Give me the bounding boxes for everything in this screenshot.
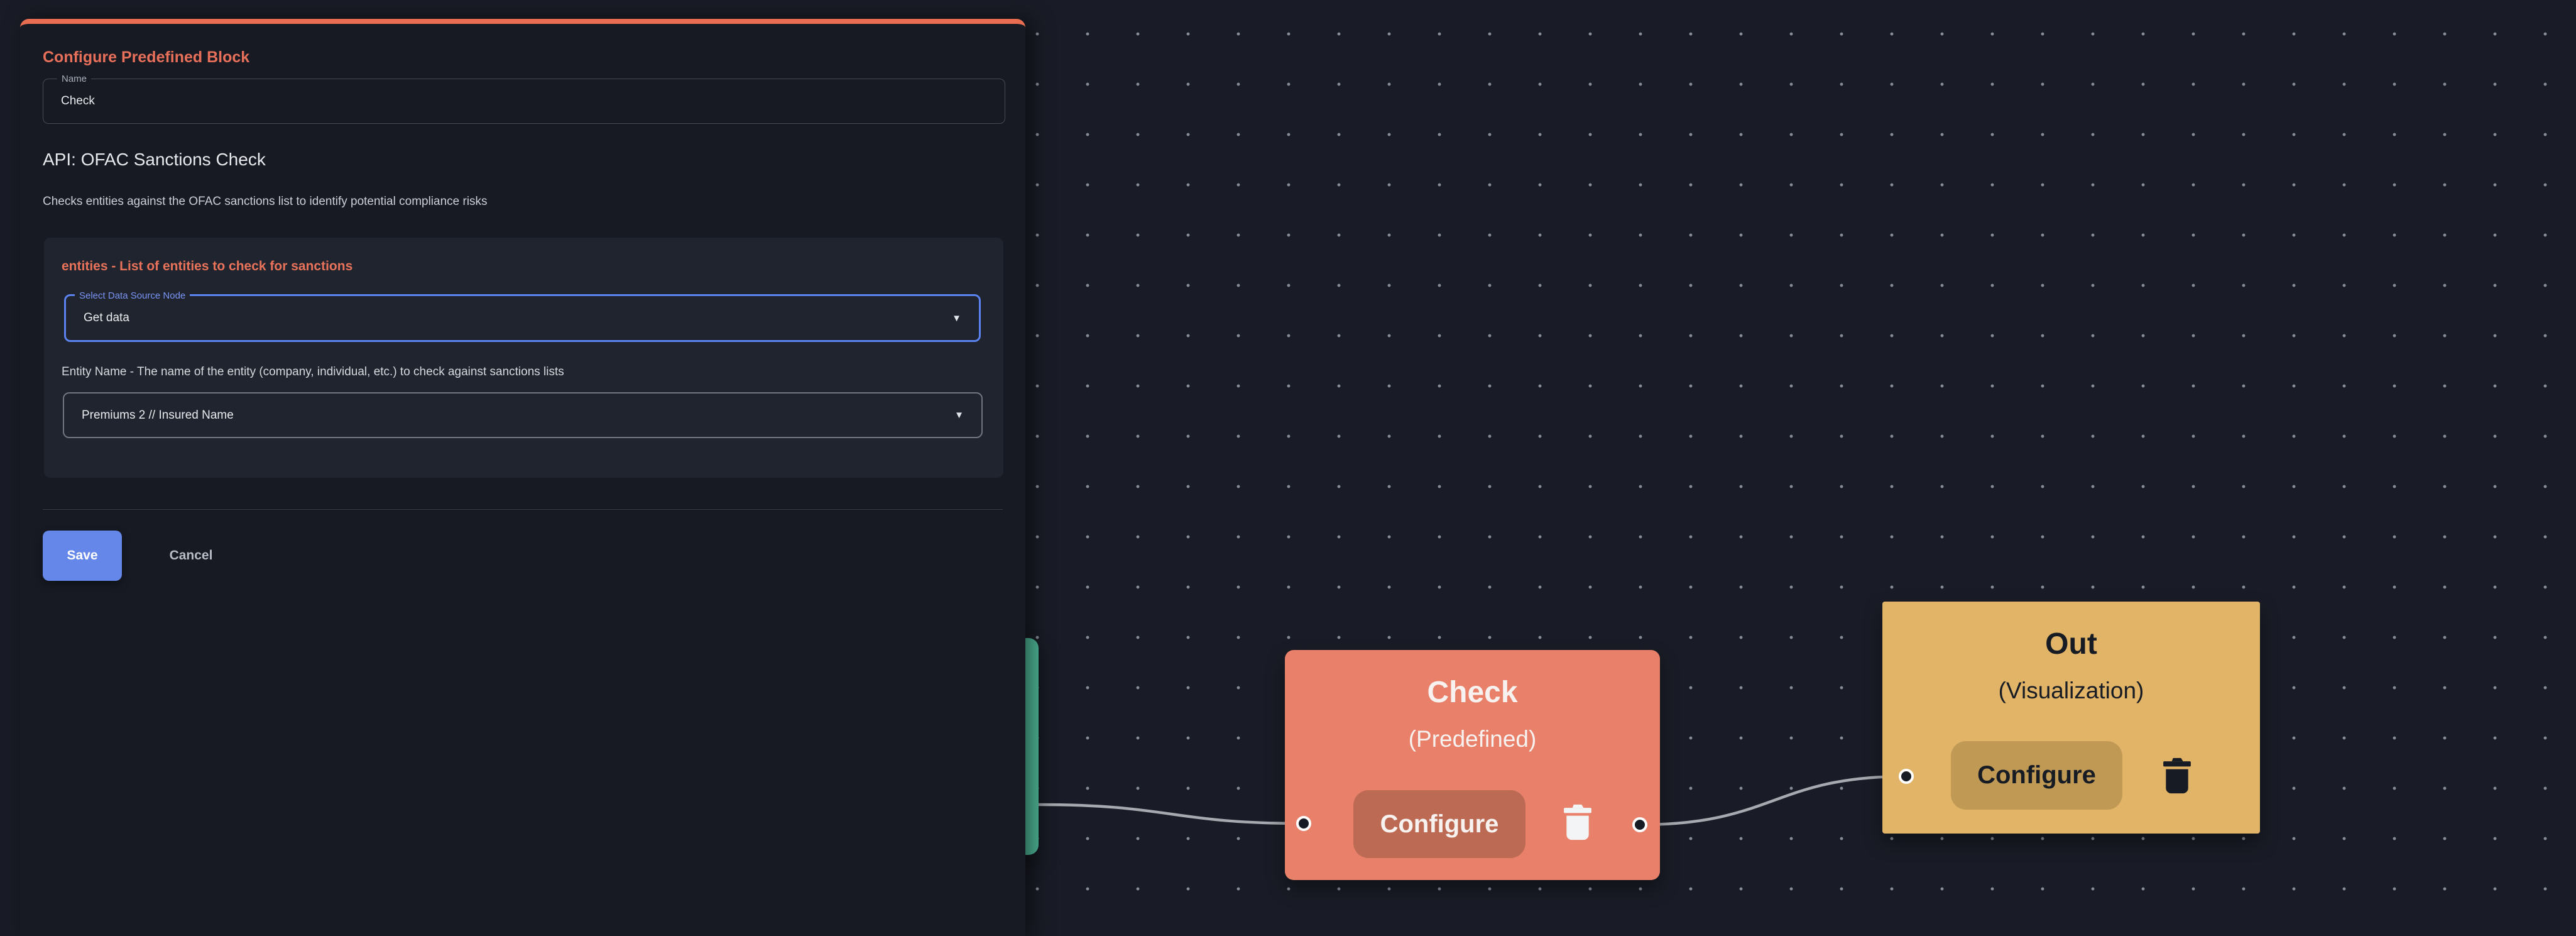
node-check-configure-button[interactable]: Configure [1353,790,1525,858]
port-check-input[interactable] [1296,816,1311,831]
entity-name-label: Entity Name - The name of the entity (co… [62,365,564,378]
node-out-delete-button[interactable] [2161,756,2193,795]
edge-datasource-to-check[interactable] [1038,803,1304,825]
node-check-delete-button[interactable] [1562,803,1593,842]
node-check[interactable]: Check (Predefined) Configure [1285,650,1660,880]
name-input[interactable]: Name Check [43,74,1005,124]
configure-block-dialog: Configure Predefined Block Name Check AP… [20,19,1025,936]
entity-name-select-value: Premiums 2 // Insured Name [82,408,234,422]
port-check-output[interactable] [1632,817,1647,832]
node-out-title: Out [2045,627,2097,661]
name-input-label: Name [57,74,92,85]
entities-section: entities - List of entities to check for… [44,238,1003,478]
api-description: Checks entities against the OFAC sanctio… [43,195,488,208]
node-check-subtitle: (Predefined) [1408,726,1537,752]
data-source-select[interactable]: Select Data Source Node Get data ▼ [64,290,981,342]
trash-icon [2161,756,2193,795]
entity-name-select[interactable]: Premiums 2 // Insured Name ▼ [63,392,983,438]
node-out-configure-button[interactable]: Configure [1951,741,2122,810]
chevron-down-icon: ▼ [954,410,964,421]
api-heading: API: OFAC Sanctions Check [43,150,266,169]
data-source-select-value: Get data [84,311,129,324]
node-check-title: Check [1427,676,1518,709]
data-source-select-label: Select Data Source Node [75,290,190,302]
dialog-title: Configure Predefined Block [43,48,250,66]
name-input-value: Check [61,94,95,107]
node-out[interactable]: Out (Visualization) Configure [1882,602,2260,834]
port-out-input[interactable] [1899,769,1914,784]
node-out-subtitle: (Visualization) [1998,678,2144,703]
save-button[interactable]: Save [43,531,122,581]
chevron-down-icon: ▼ [952,312,961,324]
entities-section-heading: entities - List of entities to check for… [62,259,353,273]
cancel-button[interactable]: Cancel [153,531,229,581]
edge-check-to-out[interactable] [1639,774,1907,827]
dialog-footer-divider [43,509,1003,510]
trash-icon [1562,803,1593,842]
